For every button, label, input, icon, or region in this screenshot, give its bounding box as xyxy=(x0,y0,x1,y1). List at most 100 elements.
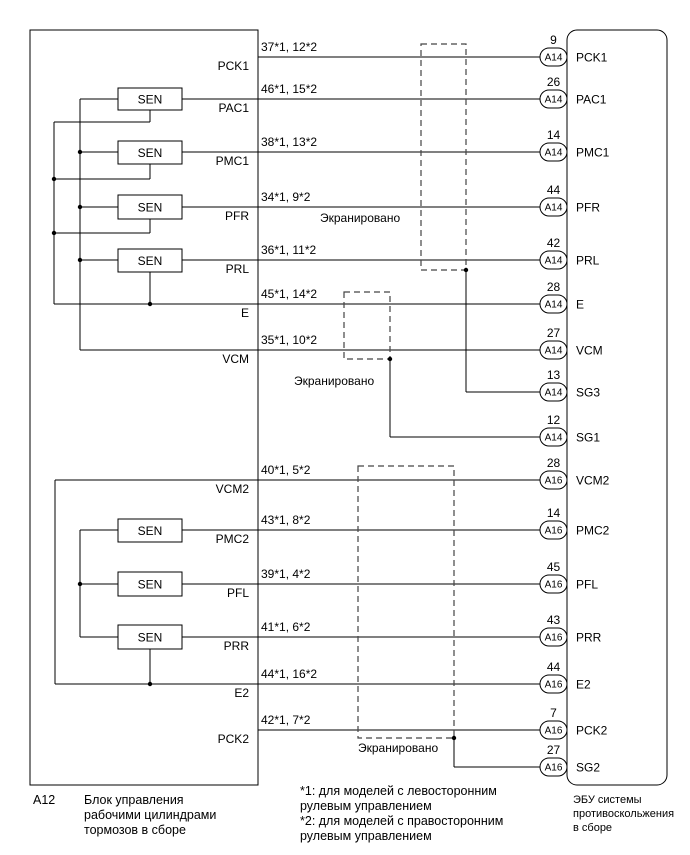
connector-tag xyxy=(539,340,568,360)
module-code: A12 xyxy=(33,793,55,807)
module-pin-label: PRL xyxy=(226,262,250,276)
sensor-label: SEN xyxy=(138,631,163,645)
wire-pins-label: 46*1, 15*2 xyxy=(261,82,317,96)
connector-code: A14 xyxy=(545,256,563,267)
wire-pins-label: 39*1, 4*2 xyxy=(261,567,311,581)
connector-code: A16 xyxy=(545,726,563,737)
ecu-pin-label: VCM xyxy=(576,344,603,358)
wire-pins-label: 35*1, 10*2 xyxy=(261,333,317,347)
footnote-line: *1: для моделей с левосторонним xyxy=(300,784,497,798)
sensor-label: SEN xyxy=(138,201,163,215)
wire-pins-label: 45*1, 14*2 xyxy=(261,287,317,301)
connector-code: A14 xyxy=(545,300,563,311)
connector-tag xyxy=(539,720,568,740)
footnote-line: *2: для моделей с правосторонним xyxy=(300,814,503,828)
connector-code: A16 xyxy=(545,526,563,537)
connector-tag xyxy=(539,627,568,647)
ecu-pin-number: 27 xyxy=(547,743,561,757)
sensor-box-5: SEN xyxy=(117,518,183,543)
shield-label: Экранировано xyxy=(358,741,438,755)
connector-code: A16 xyxy=(545,680,563,691)
wire-pins-label: 43*1, 8*2 xyxy=(261,513,311,527)
sensor-box-1: SEN xyxy=(117,87,183,111)
ecu-frame xyxy=(566,29,668,786)
sensor-group-1-wiring xyxy=(51,98,258,351)
connector-code: A14 xyxy=(545,148,563,159)
shield-3: Экранировано xyxy=(357,465,540,768)
sensor-group-2-wiring xyxy=(54,479,258,687)
ecu-pin-label: SG1 xyxy=(576,431,600,445)
connector-code: A16 xyxy=(545,763,563,774)
connector-code: A14 xyxy=(545,346,563,357)
ecu-pin-number: 27 xyxy=(547,326,561,340)
connector-tag xyxy=(539,250,568,270)
connector-code: A16 xyxy=(545,476,563,487)
footnote-line: рулевым управлением xyxy=(300,829,432,843)
ecu-pin-number: 42 xyxy=(547,236,561,250)
module-pin-label: PRR xyxy=(224,639,250,653)
wire-pins-label: 41*1, 6*2 xyxy=(261,620,311,634)
sensor-label: SEN xyxy=(138,93,163,107)
wire-pins-label: 40*1, 5*2 xyxy=(261,463,311,477)
module-frame xyxy=(29,29,259,786)
sensor-label: SEN xyxy=(138,578,163,592)
ecu-pin-label: PFL xyxy=(576,578,598,592)
connector-code: A14 xyxy=(545,95,563,106)
ecu-pin-number: 14 xyxy=(547,128,561,142)
sensor-box-3: SEN xyxy=(117,194,183,220)
connector-tag xyxy=(539,142,568,162)
wire-pins-label: 38*1, 13*2 xyxy=(261,135,317,149)
sensor-box-7: SEN xyxy=(117,624,183,650)
module-pin-label: PAC1 xyxy=(219,101,250,115)
module-pin-label: VCM2 xyxy=(216,482,250,496)
ecu-name-line: в сборе xyxy=(573,822,612,834)
ecu-pin-number: 9 xyxy=(550,33,557,47)
module-name-line: Блок управления xyxy=(84,793,184,807)
sensor-label: SEN xyxy=(138,254,163,268)
shield-label: Экранировано xyxy=(294,374,374,388)
ecu-pin-number: 12 xyxy=(547,413,561,427)
ecu-pin-number: 44 xyxy=(547,660,561,674)
sensor-box-2: SEN xyxy=(117,140,183,165)
ecu-name-line: ЭБУ системы xyxy=(573,794,642,806)
connector-tag xyxy=(539,470,568,490)
module-pin-label: E2 xyxy=(234,686,249,700)
module-caption: A12 Блок управления рабочими цилиндрами … xyxy=(33,793,216,837)
connector-code: A14 xyxy=(545,388,563,399)
wire-pins-label: 42*1, 7*2 xyxy=(261,713,311,727)
shield-1: Экранировано xyxy=(320,43,540,393)
wire-pins-label: 44*1, 16*2 xyxy=(261,667,317,681)
ecu-pin-label: SG3 xyxy=(576,386,600,400)
ecu-pin-number: 13 xyxy=(547,368,561,382)
ecu-name-line: противоскольжения xyxy=(573,808,674,820)
connector-tag xyxy=(539,294,568,314)
module-pin-label: VCM xyxy=(222,352,249,366)
module-pin-label: PFR xyxy=(225,209,249,223)
ecu-caption: ЭБУ системы противоскольжения в сборе xyxy=(573,794,674,834)
ecu-pin-label: E xyxy=(576,298,584,312)
ecu-pin-label: SG2 xyxy=(576,761,600,775)
footnote-line: рулевым управлением xyxy=(300,799,432,813)
ecu-pin-label: VCM2 xyxy=(576,474,610,488)
ecu-pin-label: PAC1 xyxy=(576,93,607,107)
connector-group: A149PCK1A1426PAC1A1414PMC1A1444PFRA1442P… xyxy=(539,33,610,777)
connector-code: A14 xyxy=(545,53,563,64)
ecu-pin-number: 44 xyxy=(547,183,561,197)
module-pin-label: PFL xyxy=(227,586,249,600)
connector-tag xyxy=(539,47,568,67)
wire-pins-label: 37*1, 12*2 xyxy=(261,40,317,54)
wire-pins-label: 34*1, 9*2 xyxy=(261,190,311,204)
ecu-pin-label: PCK2 xyxy=(576,724,608,738)
module-pin-label: E xyxy=(241,306,249,320)
sensor-label: SEN xyxy=(138,146,163,160)
connector-code: A14 xyxy=(545,433,563,444)
module-name-line: тормозов в сборе xyxy=(84,823,186,837)
module-pin-label: PMC2 xyxy=(216,532,250,546)
module-pin-label: PCK1 xyxy=(218,59,250,73)
connector-code: A16 xyxy=(545,633,563,644)
wire-pins-label: 36*1, 11*2 xyxy=(261,243,316,257)
connector-tag xyxy=(539,520,568,540)
shield-label: Экранировано xyxy=(320,211,400,225)
